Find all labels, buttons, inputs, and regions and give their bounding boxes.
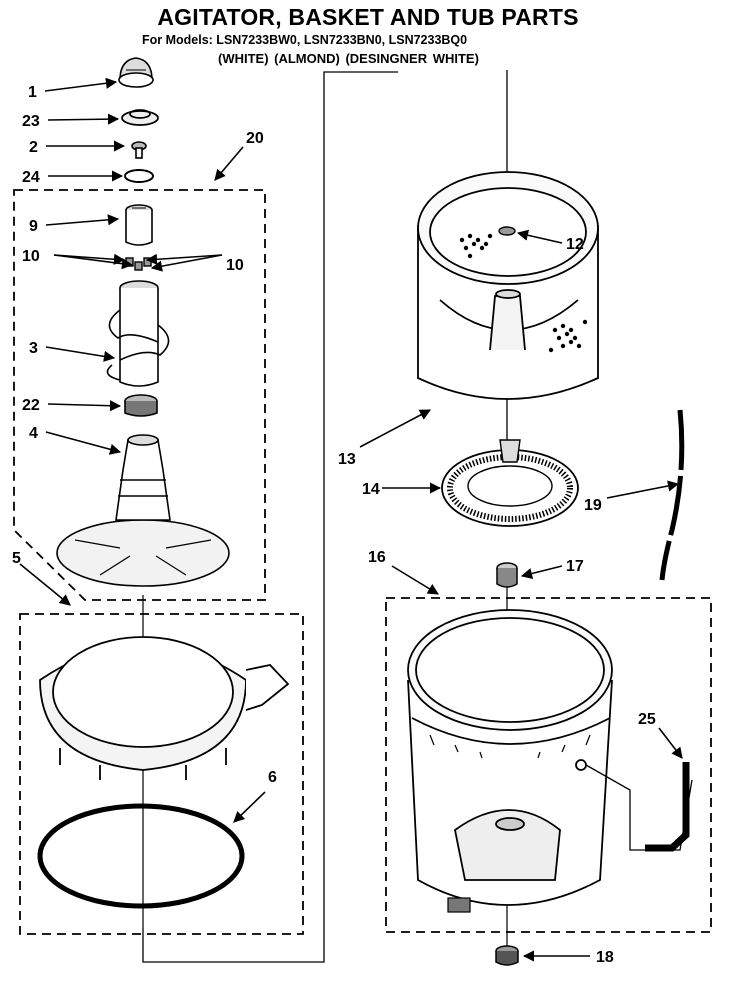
drive-block-part [441,439,579,527]
callout-22: 22 [22,397,40,414]
agitator-cap-part [118,57,154,88]
callout-17: 17 [566,558,584,575]
tub-ring-part [39,636,290,780]
hub-seal-box [19,613,304,935]
bearing-part [496,562,518,588]
callout-12: 12 [566,236,584,253]
outer-tub-part [407,609,613,913]
callout-18: 18 [596,949,614,966]
callout-14: 14 [362,481,380,498]
basket-nut-part [498,226,516,236]
callout-arrows [19,77,683,962]
callout-1: 1 [28,84,37,101]
callout-13: 13 [338,451,356,468]
callout-5: 5 [12,550,21,567]
agitator-barrel-part [106,280,170,387]
callout-10-left: 10 [22,248,40,265]
o-ring-part [124,169,154,183]
callout-10-right: 10 [226,257,244,274]
guide-line-left-connector [142,71,398,963]
wash-basket-part [417,171,599,400]
drive-nut-part [495,945,519,966]
callout-16: 16 [368,549,386,566]
agitator-assembly-box [13,189,266,601]
drain-hose-part [585,762,693,852]
callout-9: 9 [29,218,38,235]
coupling-part [124,394,158,417]
callout-2: 2 [29,139,38,156]
tub-seal-part [37,803,245,909]
callout-6: 6 [268,769,277,786]
model-list: For Models: LSN7233BW0, LSN7233BN0, LSN7… [142,33,468,47]
agitator-base-part [56,434,230,587]
page-title: AGITATOR, BASKET AND TUB PARTS [157,4,579,30]
callout-20: 20 [246,130,264,147]
color-list: (WHITE) (ALMOND) (DESINGNER WHITE) [218,51,479,66]
callout-24: 24 [22,169,40,186]
callout-3: 3 [29,340,38,357]
cam-part [125,204,153,246]
callout-19: 19 [584,497,602,514]
callout-25: 25 [638,711,656,728]
callout-4: 4 [29,425,38,442]
hose-part [659,409,685,581]
cap-ring-part [121,109,159,126]
bolt-part [131,141,147,159]
callout-23: 23 [22,113,40,130]
